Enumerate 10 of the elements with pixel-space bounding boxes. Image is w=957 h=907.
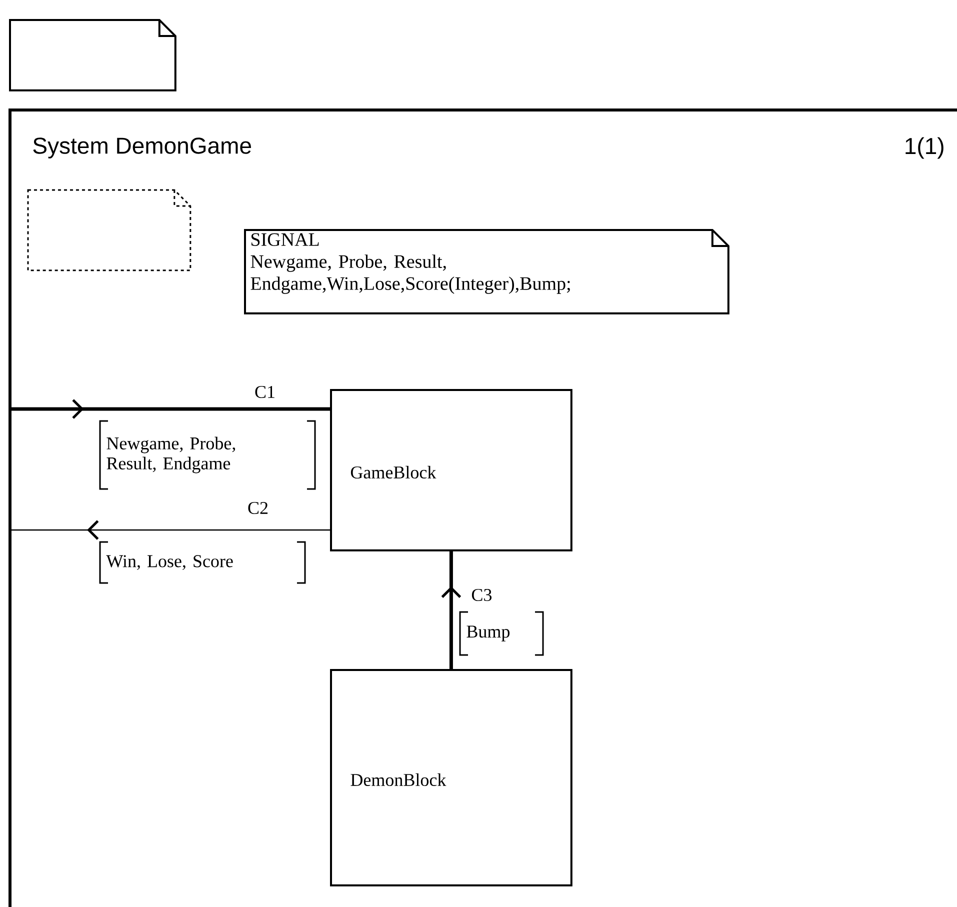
edge-label: C1 [254, 384, 276, 400]
signal-list: Newgame, Probe, Result, Endgame [99, 420, 316, 490]
signal-list: Win, Lose, Score [99, 541, 306, 584]
note-symbol [27, 189, 192, 272]
block-box: GameBlock [330, 389, 572, 552]
block-box: DemonBlock [330, 669, 572, 886]
edge-label: C3 [470, 588, 494, 602]
edge-label: C2 [246, 500, 270, 516]
signal-list: Bump [459, 611, 544, 656]
note-symbol [9, 19, 176, 92]
